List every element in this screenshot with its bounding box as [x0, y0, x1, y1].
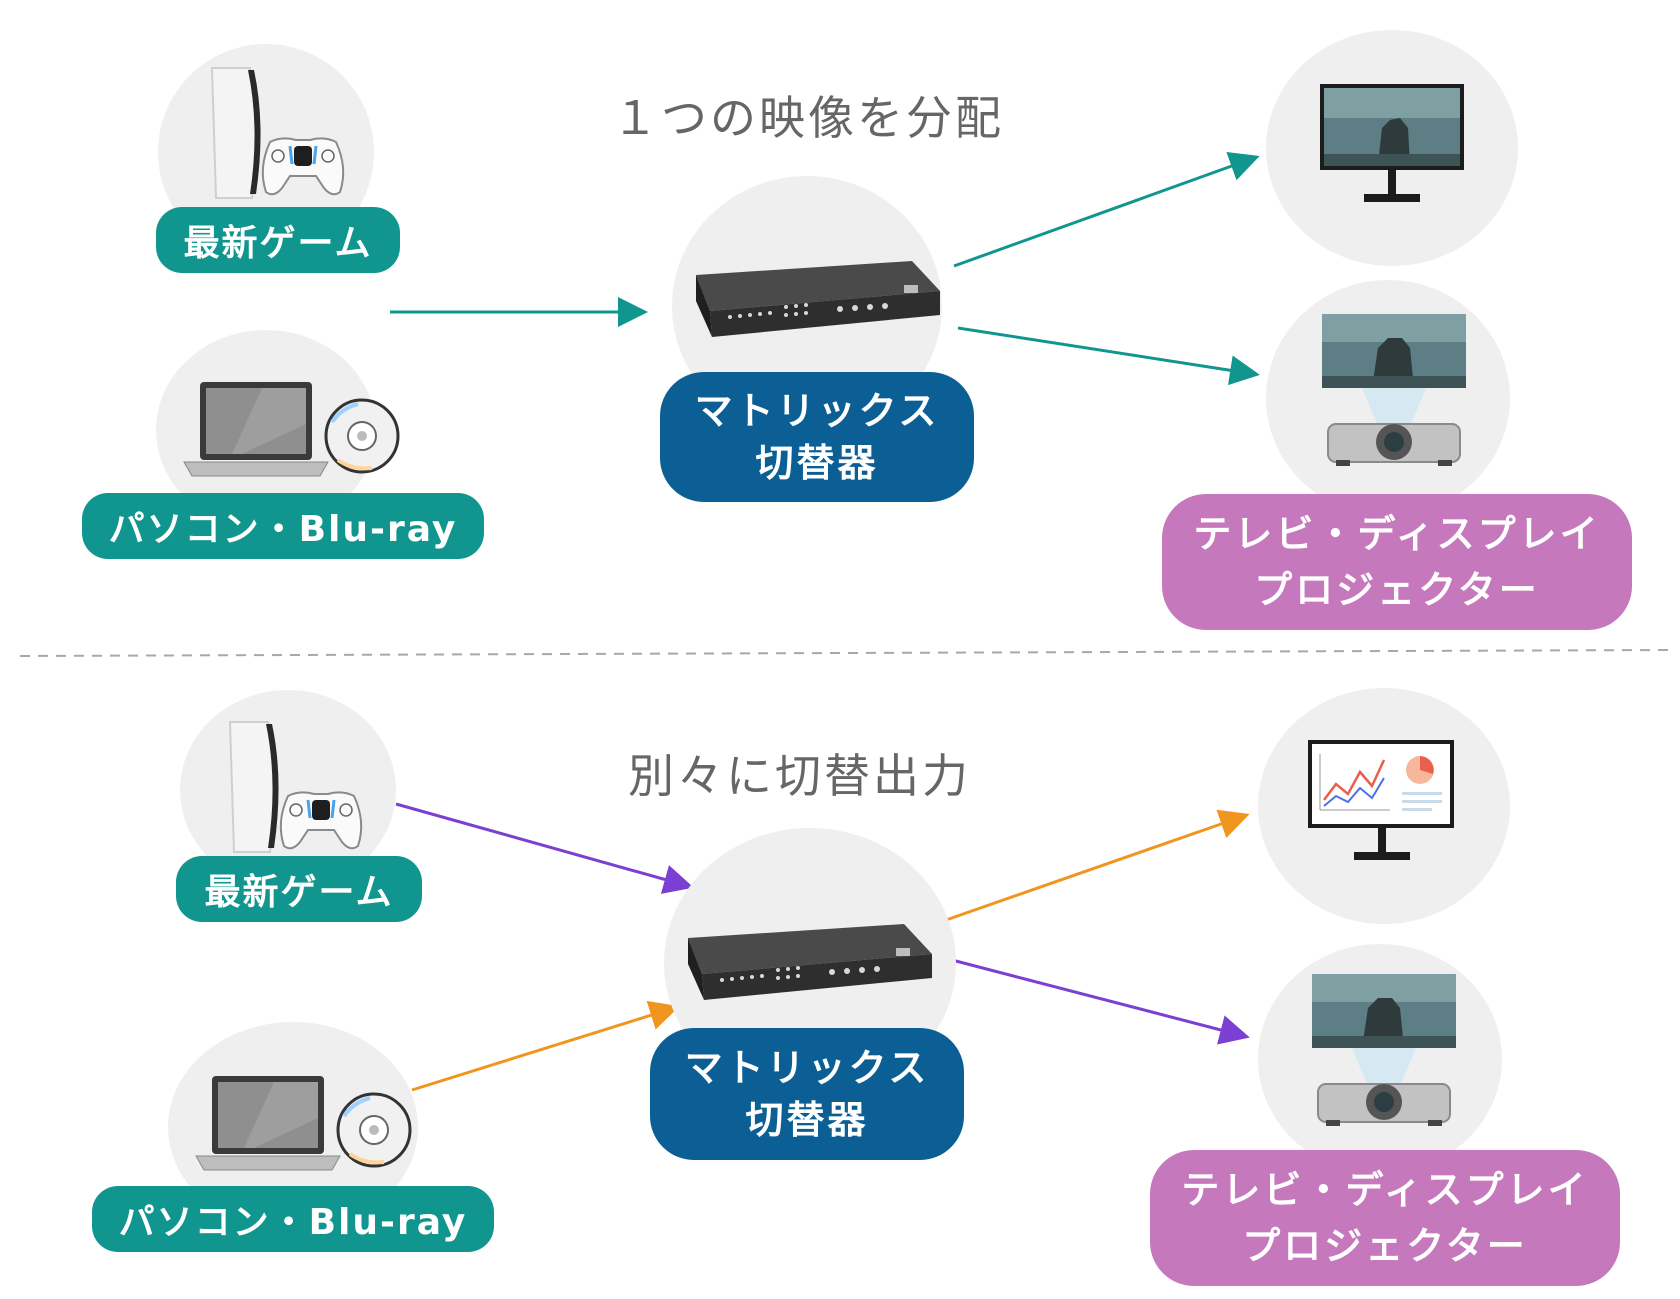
- arrow-switcher-to-projector: [957, 326, 1260, 386]
- output-label-line2: プロジェクター: [1242, 1224, 1528, 1268]
- output-label-line1: テレビ・ディスプレイ: [1181, 1168, 1589, 1212]
- arrow-game-to-switcher: [395, 802, 694, 894]
- switcher-label: マトリックス 切替器: [650, 1028, 964, 1160]
- switcher-label: マトリックス 切替器: [660, 372, 974, 502]
- switcher-label-line1: マトリックス: [684, 1046, 930, 1090]
- switcher-label-line2: 切替器: [755, 441, 879, 485]
- arrow-switcher-to-projector-purple: [951, 958, 1250, 1045]
- switcher-label-line1: マトリックス: [694, 389, 940, 433]
- projector-game-icon: [1322, 314, 1466, 466]
- laptop-disc-icon: [183, 382, 400, 477]
- monitor-game-icon: [1320, 84, 1464, 202]
- projector-game-icon: [1312, 974, 1456, 1126]
- arrow-pc-to-switcher: [411, 1000, 680, 1092]
- matrix-switcher-icon: [696, 261, 940, 337]
- section-title: 別々に切替出力: [628, 749, 971, 803]
- game-console-icon: [228, 721, 363, 853]
- matrix-switcher-icon: [688, 924, 932, 1000]
- monitor-chart-icon: [1308, 740, 1454, 860]
- arrow-switcher-to-monitor-orange: [945, 809, 1250, 922]
- output-label: テレビ・ディスプレイ プロジェクター: [1162, 494, 1632, 630]
- laptop-disc-icon: [195, 1076, 412, 1171]
- section-divider: [19, 649, 1671, 657]
- output-label-line2: プロジェクター: [1254, 568, 1540, 612]
- source-label-game: 最新ゲーム: [156, 207, 400, 273]
- switcher-label-line2: 切替器: [745, 1098, 869, 1142]
- source-label-pc: パソコン・Blu-ray: [82, 493, 484, 559]
- source-label-pc: パソコン・Blu-ray: [92, 1186, 494, 1252]
- source-label-game: 最新ゲーム: [176, 856, 422, 922]
- arrow-switcher-to-monitor: [953, 152, 1260, 268]
- game-console-icon: [210, 67, 345, 199]
- section-title: １つの映像を分配: [612, 91, 1004, 145]
- output-label-line1: テレビ・ディスプレイ: [1193, 512, 1601, 556]
- output-label: テレビ・ディスプレイ プロジェクター: [1150, 1150, 1620, 1286]
